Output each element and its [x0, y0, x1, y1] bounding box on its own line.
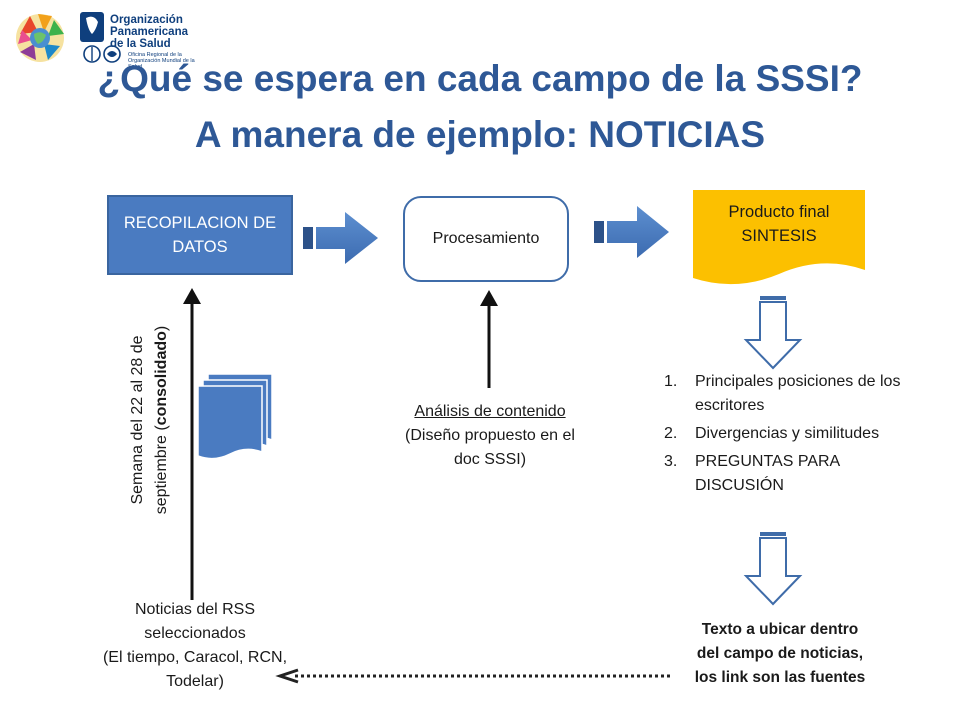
page-title-line1: ¿Qué se espera en cada campo de la SSSI?	[97, 58, 863, 99]
rss-line2: seleccionados	[144, 625, 246, 642]
stacked-documents-icon	[197, 373, 273, 460]
procesamiento-box: Procesamiento	[403, 196, 569, 282]
analysis-detail-line1: (Diseño propuesto en el	[405, 427, 575, 444]
rss-line1: Noticias del RSS	[134, 601, 256, 618]
logo-org-sub: Oficina Regional de la Organización Mund…	[128, 52, 195, 70]
paho-emblem-icon	[16, 12, 121, 63]
hollow-down-arrow-1	[743, 296, 803, 370]
up-arrow-left	[183, 288, 201, 600]
week-label-line2: septiembre (consolidado)	[153, 325, 170, 515]
analysis-detail-line2: doc SSSI)	[453, 451, 527, 468]
block-arrow-proc-to-product	[594, 206, 669, 258]
rss-line4: Todelar)	[166, 673, 224, 690]
up-arrow-middle	[480, 290, 498, 388]
list-item: 3.PREGUNTAS PARA DISCUSIÓN	[664, 453, 840, 494]
texto-line1: Texto a ubicar dentro	[701, 621, 859, 638]
synthesis-list: 1.Principales posiciones de los escritor…	[664, 370, 904, 502]
block-arrow-recop-to-proc	[303, 212, 378, 264]
list-item: 2.Divergencias y similitudes	[664, 425, 880, 442]
week-label-line1: Semana del 22 al 28 de	[129, 335, 146, 505]
texto-ubicar-text: Texto a ubicar dentro del campo de notic…	[660, 618, 900, 690]
paho-logo: Organización Panamericana de la Salud Of…	[8, 4, 208, 70]
texto-line3: los link son las fuentes	[694, 669, 866, 686]
dotted-arrow-bottom	[275, 668, 670, 684]
product-document-shape	[693, 190, 865, 285]
analysis-text: Análisis de contenido (Diseño propuesto …	[370, 400, 610, 472]
recopilacion-box: RECOPILACION DE DATOS	[107, 195, 293, 275]
producto-line1: Producto final	[728, 203, 830, 221]
texto-line2: del campo de noticias,	[696, 645, 864, 662]
list-item: 1.Principales posiciones de los escritor…	[664, 373, 901, 414]
producto-line2: SINTESIS	[741, 227, 817, 245]
page-title-line2: A manera de ejemplo: NOTICIAS	[194, 114, 766, 155]
hollow-down-arrow-2	[743, 532, 803, 606]
producto-final-label: Producto final SINTESIS	[693, 200, 865, 248]
analysis-heading: Análisis de contenido	[414, 403, 566, 420]
rss-line3: (El tiempo, Caracol, RCN,	[102, 649, 288, 666]
logo-org-name: Organización Panamericana de la Salud	[110, 14, 188, 50]
rss-sources-text: Noticias del RSS seleccionados (El tiemp…	[80, 598, 310, 694]
recopilacion-label: RECOPILACION DE DATOS	[123, 214, 277, 256]
procesamiento-label: Procesamiento	[432, 230, 540, 247]
